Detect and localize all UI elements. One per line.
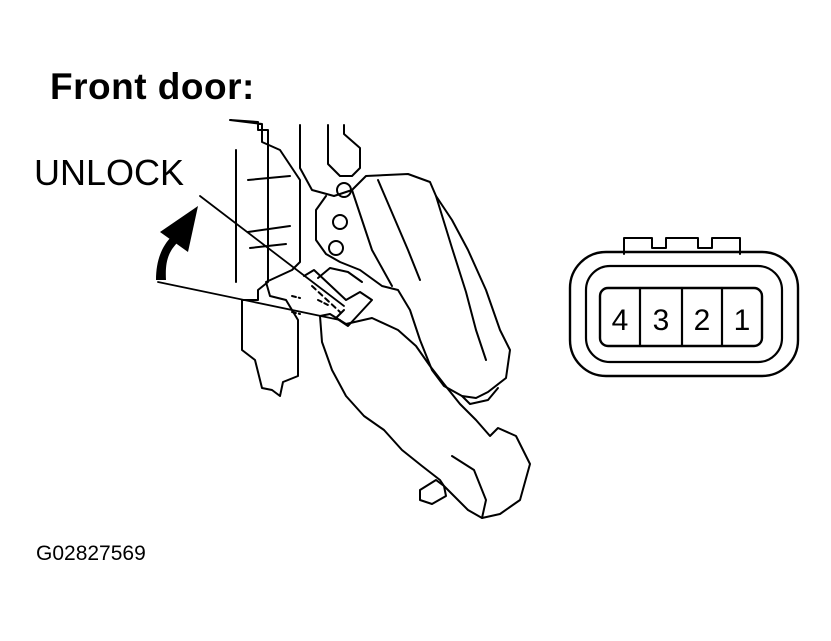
diagram-title: Front door:: [50, 66, 255, 107]
lock-connector-housing: [319, 313, 531, 519]
unlock-callout-label: UNLOCK: [34, 152, 185, 193]
connector-inner-housing: [584, 264, 784, 364]
connector-pin-label: 3: [653, 304, 670, 337]
leader-lines: [157, 195, 345, 321]
unlock-arrow: [156, 206, 198, 280]
connector-pin-label: 1: [734, 304, 751, 337]
connector-outer-housing: [568, 250, 800, 378]
connector-pin-label: 4: [612, 304, 629, 337]
connector-latch-tabs: [623, 237, 741, 255]
door-lock-body: [299, 124, 511, 405]
door-lock-bracket: [229, 119, 301, 397]
connector-pin-label: 2: [694, 304, 711, 337]
connector-face: 4 3 2 1: [568, 237, 800, 378]
figure-id: G02827569: [36, 542, 146, 565]
